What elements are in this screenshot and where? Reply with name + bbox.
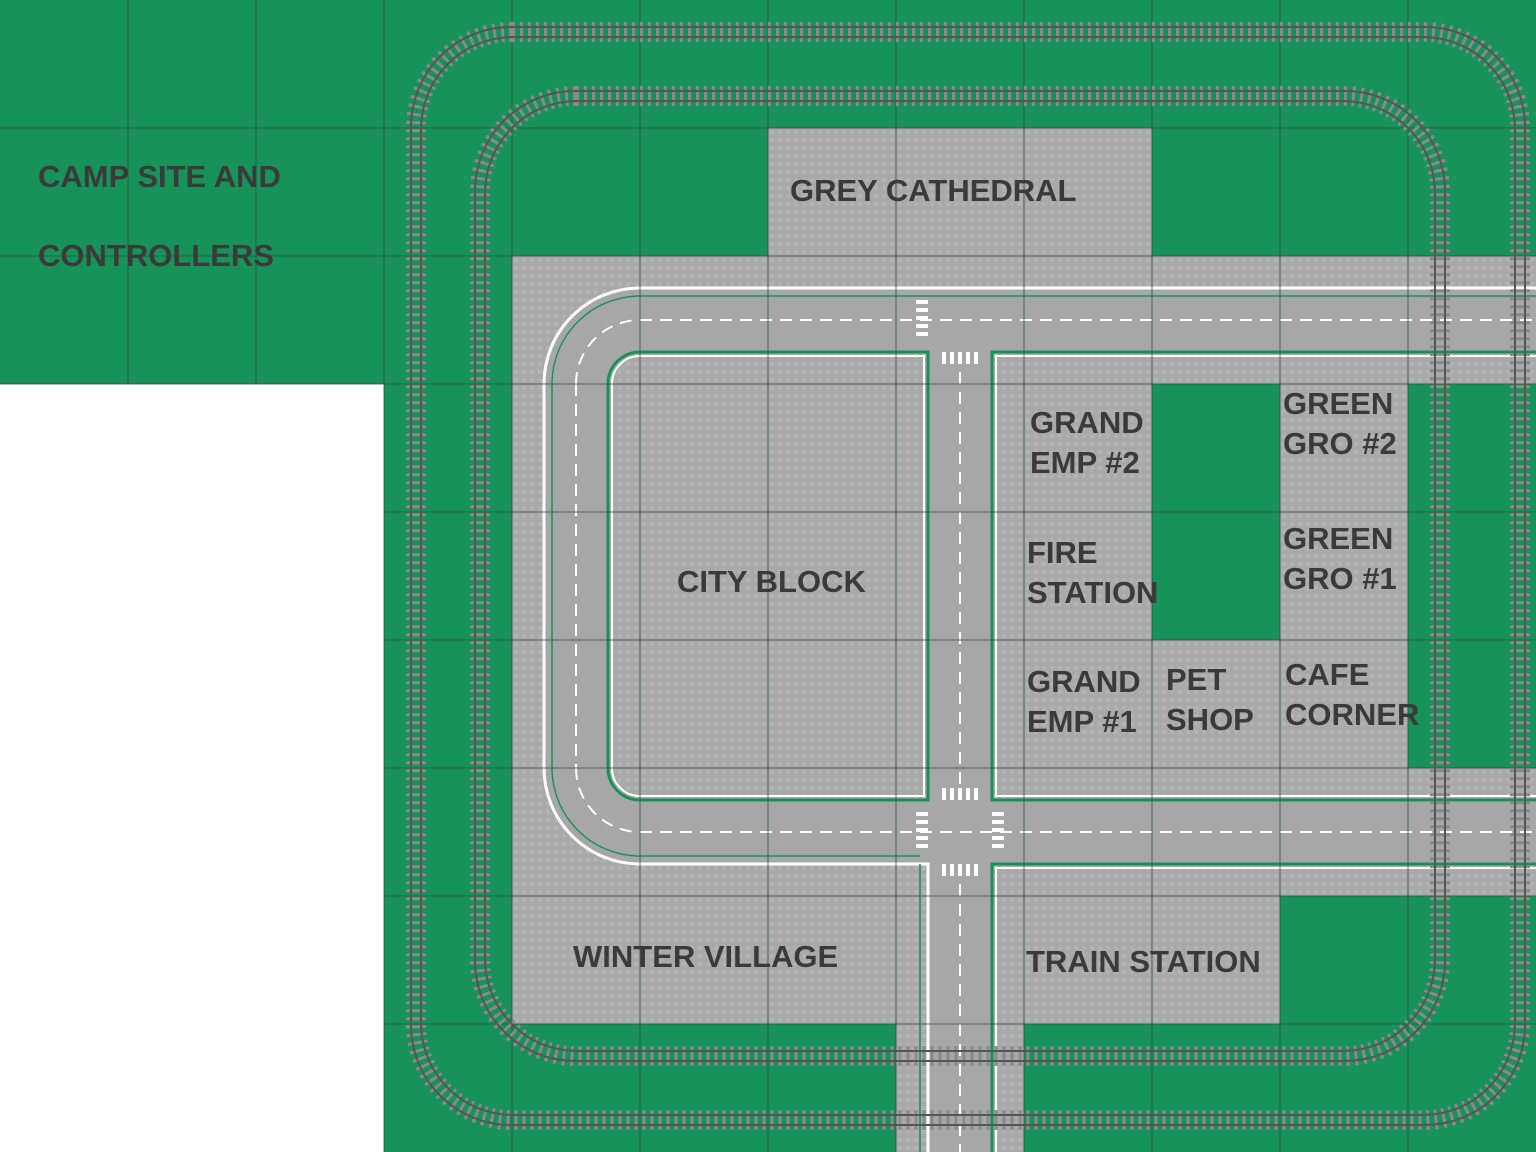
label-camp-site-line2: CONTROLLERS: [38, 238, 274, 273]
winter-village-plate: [512, 896, 896, 1024]
zone-labels: CAMP SITE AND CONTROLLERS GREY CATHEDRAL…: [38, 159, 1419, 979]
label-pet-shop-line1: PET: [1166, 662, 1226, 697]
label-fire-station-line2: STATION: [1027, 575, 1158, 610]
label-cafe-corner-line2: CORNER: [1285, 697, 1419, 732]
outer-track: [406, 22, 1530, 1130]
label-green-gro-2-line2: GRO #2: [1283, 426, 1397, 461]
label-green-gro-1-line2: GRO #1: [1283, 561, 1397, 596]
grey-cathedral-plate: [768, 128, 1152, 256]
label-pet-shop-line2: SHOP: [1166, 702, 1254, 737]
label-fire-station-line1: FIRE: [1027, 535, 1098, 570]
label-cafe-corner-line1: CAFE: [1285, 657, 1369, 692]
inner-track: [470, 86, 1450, 1066]
label-grand-emp-2-line2: EMP #2: [1030, 445, 1140, 480]
label-city-block: CITY BLOCK: [677, 564, 866, 599]
label-grand-emp-1-line1: GRAND: [1027, 664, 1141, 699]
label-green-gro-1-line1: GREEN: [1283, 521, 1393, 556]
label-grand-emp-1-line2: EMP #1: [1027, 704, 1137, 739]
label-grand-emp-2-line1: GRAND: [1030, 405, 1144, 440]
label-green-gro-2-line1: GREEN: [1283, 386, 1393, 421]
label-grey-cathedral: GREY CATHEDRAL: [790, 173, 1076, 208]
crosswalks: [916, 300, 1004, 876]
train-tracks: [406, 22, 1530, 1130]
label-camp-site-line1: CAMP SITE AND: [38, 159, 281, 194]
label-winter-village: WINTER VILLAGE: [573, 939, 838, 974]
label-train-station: TRAIN STATION: [1026, 944, 1261, 979]
